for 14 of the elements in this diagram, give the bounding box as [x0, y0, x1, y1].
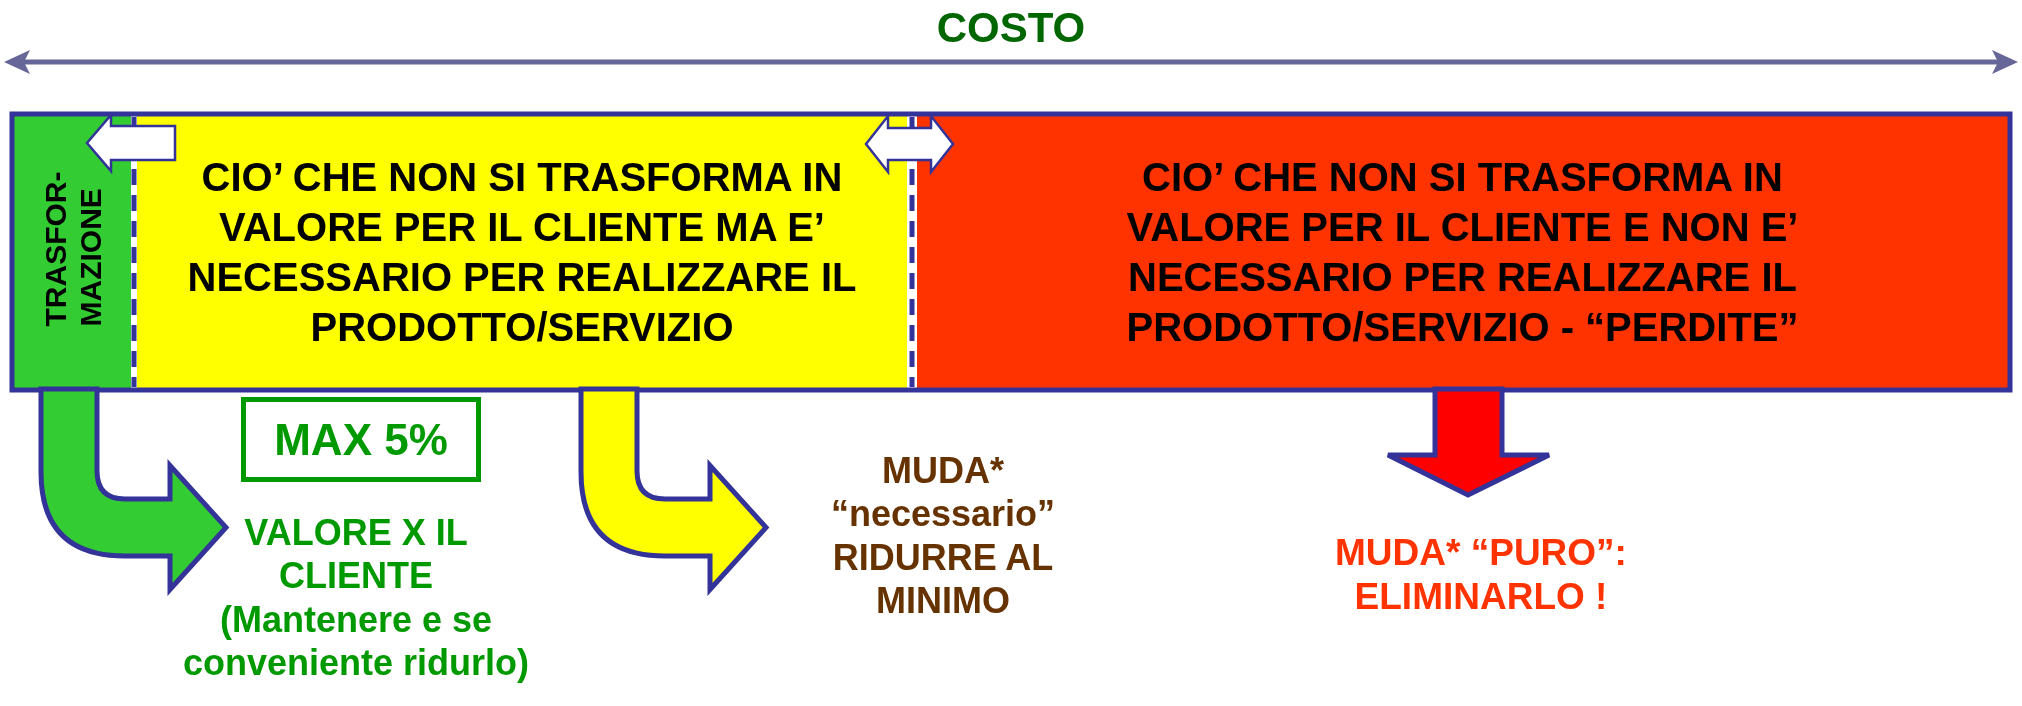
section-label: CIO’ CHE NON SI TRASFORMA IN VALORE PER IL CLIENTE MA E’ NECESSARIO PER REALIZZARE IL PRODOTTO/SERVIZIO — [186, 154, 858, 351]
section-box — [917, 116, 2008, 388]
block-arrow — [1385, 386, 1552, 498]
note-text: MUDA* “necessario” RIDURRE AL MINIMO — [829, 449, 1057, 622]
section-box — [137, 116, 907, 388]
note-text: VALORE X IL CLIENTE — [243, 511, 469, 598]
arrow — [85, 111, 177, 175]
note-text: (Mantenere e se conveniente ridurlo) — [181, 597, 530, 684]
section-label: MAX 5% — [274, 413, 448, 466]
title: COSTO — [935, 4, 1087, 52]
percentage-box — [241, 397, 481, 482]
section-box — [14, 116, 131, 388]
note-text: MUDA* “PURO”: ELIMINARLO ! — [1334, 530, 1628, 619]
section-label: CIO’ CHE NON SI TRASFORMA IN VALORE PER IL CLIENTE E NON E’ NECESSARIO PER REALIZZARE IL PRODOTTO/SERVIZIO - “PERDITE” — [1125, 154, 1800, 351]
